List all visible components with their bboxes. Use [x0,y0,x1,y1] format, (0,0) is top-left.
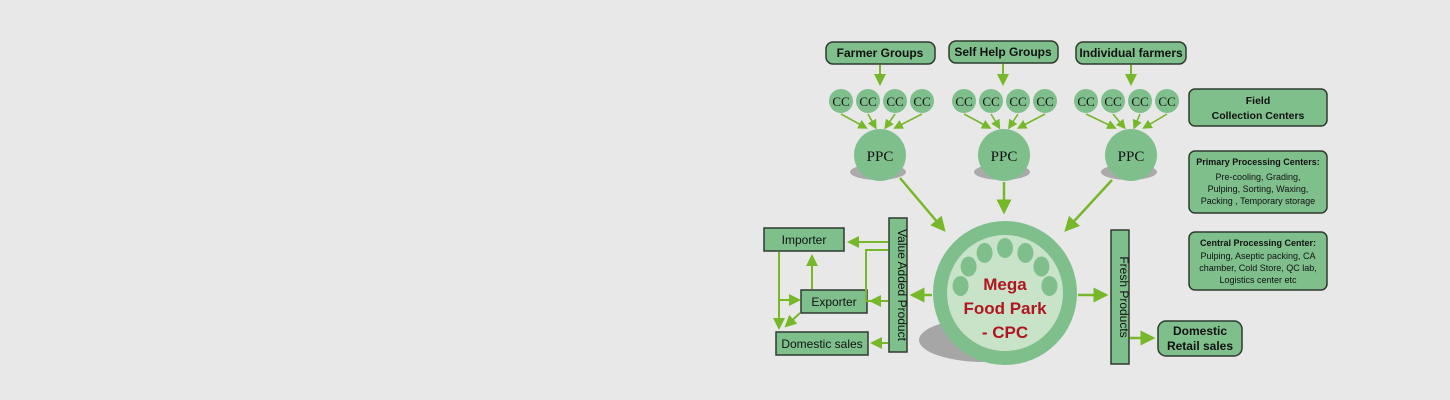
source-farmer-groups: Farmer Groups [825,41,936,65]
cc-circle [1155,89,1179,113]
importer-box: Importer [763,227,845,252]
fresh-products-bar: Fresh Products [1110,229,1131,365]
ppc-label: PPC [991,149,1018,165]
arrow [1142,113,1168,129]
arrow [963,113,992,129]
domestic-sales-label: Domestic sales [781,337,862,351]
cc-label: CC [1036,94,1053,109]
domestic-retail-line-2: Retail sales [1167,339,1233,353]
arrow [1132,113,1142,130]
source-individual-farmers: Individual farmers [1075,41,1187,65]
arrow [884,113,896,130]
domestic-sales-box: Domestic sales [775,331,869,356]
cc-label: CC [1077,94,1094,109]
ppc-node: PPC [974,129,1030,181]
legend-field-line-2: Collection Centers [1212,110,1305,122]
arrow [1064,179,1113,232]
cc-circle [979,89,1003,113]
arrow [1112,113,1126,130]
legend-primary-processing: Primary Processing Centers: Pre-cooling,… [1188,150,1328,214]
cc-circle [910,89,934,113]
arrow [1016,113,1046,129]
ppc-node: PPC [850,129,906,181]
cc-label: CC [1131,94,1148,109]
domestic-retail-line-1: Domestic [1173,324,1227,338]
ppc-label: PPC [1118,149,1145,165]
cc-label: CC [913,94,930,109]
exporter-label: Exporter [811,295,856,309]
center-line-2: Food Park [963,299,1047,318]
arrow [778,252,801,306]
collection-centers: CC CC CC CC CC CC CC CC CC CC CC CC [829,89,1179,130]
cc-label: CC [832,94,849,109]
decorative-dot [1033,256,1050,277]
cc-label: CC [859,94,876,109]
cc-circle [1074,89,1098,113]
cc-label: CC [955,94,972,109]
center-dots [952,238,1058,296]
legend-primary-line: Packing , Temporary storage [1201,196,1315,206]
legend-central-line: Logistics center etc [1219,275,1297,285]
cc-label: CC [1104,94,1121,109]
legend-central-processing: Central Processing Center: Pulping, Asep… [1188,231,1328,291]
cc-circle [883,89,907,113]
arrow [867,113,877,130]
legend-field-collection-centers: Field Collection Centers [1188,88,1328,127]
cc-label: CC [1158,94,1175,109]
decorative-dot [1041,275,1058,296]
ppc-label: PPC [867,149,894,165]
arrow [893,113,923,129]
decorative-dot [1017,242,1034,263]
legend-primary-title: Primary Processing Centers: [1196,157,1320,167]
legend-primary-line: Pulping, Sorting, Waxing, [1208,184,1309,194]
center-line-3: - CPC [982,323,1028,342]
cc-circle [1128,89,1152,113]
legend-field-line-1: Field [1246,95,1271,107]
arrow-connector [865,249,888,302]
arrow [1008,113,1019,130]
source-label: Individual farmers [1079,46,1183,60]
legend-central-line: chamber, Cold Store, QC lab, [1199,263,1317,273]
source-label: Farmer Groups [837,46,924,60]
value-added-label: Value Added Product [895,229,909,342]
source-label: Self Help Groups [954,45,1052,59]
importer-label: Importer [782,233,827,247]
cc-circle [1006,89,1030,113]
fresh-products-label: Fresh Products [1117,256,1131,337]
decorative-dot [952,275,969,296]
cc-label: CC [886,94,903,109]
arrow [840,113,868,129]
cc-circle [856,89,880,113]
arrow [899,177,946,232]
ppc-node: PPC [1101,129,1157,181]
center-line-1: Mega [983,275,1027,294]
source-self-help-groups: Self Help Groups [948,40,1059,64]
cc-circle [829,89,853,113]
exporter-box: Exporter [800,289,868,314]
mega-food-park-center: Mega Food Park - CPC [919,221,1077,365]
arrow [1085,113,1117,129]
decorative-dot [960,256,977,277]
cc-label: CC [982,94,999,109]
decorative-dot [997,238,1013,258]
legend-central-line: Pulping, Aseptic packing, CA [1200,251,1315,261]
cc-circle [1033,89,1057,113]
value-added-product-bar: Value Added Product [888,217,909,353]
cc-label: CC [1009,94,1026,109]
arrow [784,312,801,328]
arrow [990,113,1001,130]
decorative-dot [976,242,993,263]
cc-circle [952,89,976,113]
legend-central-title: Central Processing Center: [1200,238,1316,248]
cc-circle [1101,89,1125,113]
domestic-retail-sales-box: Domestic Retail sales [1157,320,1243,357]
legend-primary-line: Pre-cooling, Grading, [1215,172,1300,182]
